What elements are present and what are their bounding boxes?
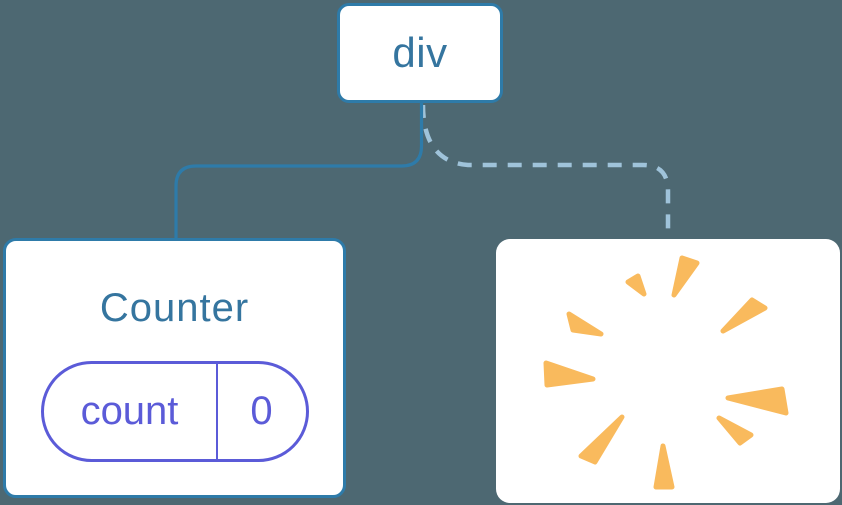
poof-explosion-icon bbox=[543, 255, 789, 490]
root-div-label: div bbox=[392, 29, 448, 76]
state-value: 0 bbox=[250, 389, 273, 433]
root-div-node: div bbox=[337, 3, 503, 103]
counter-component-node: Counter count 0 bbox=[3, 238, 346, 498]
dashed-connector-line bbox=[420, 104, 671, 238]
removed-component-node bbox=[496, 239, 840, 503]
counter-title: Counter bbox=[99, 286, 250, 330]
solid-connector-line bbox=[174, 102, 424, 239]
state-key: count bbox=[44, 364, 218, 459]
state-pill: count 0 bbox=[40, 361, 309, 462]
